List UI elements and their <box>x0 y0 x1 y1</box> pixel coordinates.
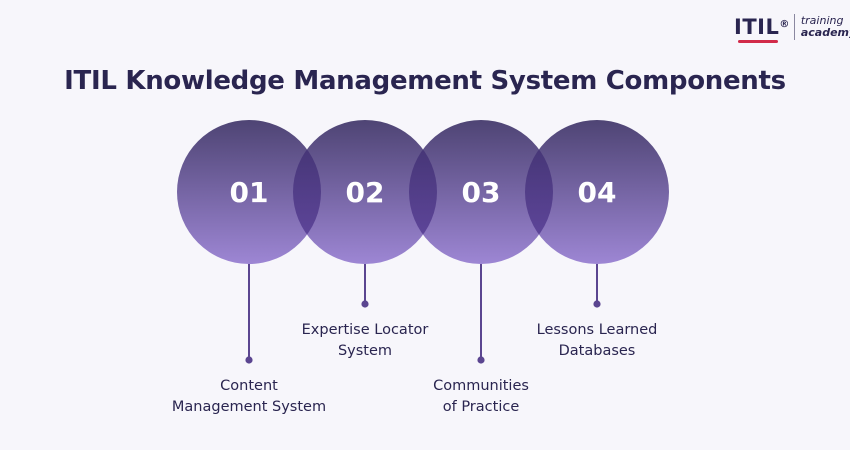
component-circle-02 <box>293 120 437 264</box>
brand-logo: ITIL® training academy <box>734 14 850 43</box>
connector-dot-01 <box>245 356 253 364</box>
page-title: ITIL Knowledge Management System Compone… <box>64 66 786 96</box>
component-number-02: 02 <box>346 176 385 209</box>
component-label-03-line-2: of Practice <box>443 399 520 415</box>
logo-brand: ITIL <box>734 15 780 39</box>
component-circle-04 <box>525 120 669 264</box>
connector-dot-03 <box>477 356 485 364</box>
circles-layer <box>177 120 669 264</box>
logo-registered: ® <box>779 19 790 30</box>
logo-words: training academy <box>801 15 850 39</box>
connector-dot-04 <box>593 300 601 308</box>
component-label-01-line-1: Content <box>220 378 278 394</box>
logo-mark: ITIL® <box>734 15 790 43</box>
connectors-layer <box>245 264 601 364</box>
component-circle-03 <box>409 120 553 264</box>
component-number-04: 04 <box>578 176 617 209</box>
component-number-03: 03 <box>462 176 501 209</box>
component-number-01: 01 <box>230 176 269 209</box>
connector-dot-02 <box>361 300 369 308</box>
component-label-03-line-1: Communities <box>433 378 529 394</box>
numbers-layer: 01 02 03 04 <box>230 176 617 209</box>
logo-word-academy: academy <box>800 26 850 39</box>
component-label-04-line-1: Lessons Learned <box>537 322 658 338</box>
component-label-01-line-2: Management System <box>172 399 326 415</box>
logo-word-training: training <box>800 14 844 27</box>
logo-divider <box>793 14 795 40</box>
component-circle-01 <box>177 120 321 264</box>
logo-underline <box>738 40 778 43</box>
component-label-02-line-1: Expertise Locator <box>302 322 429 338</box>
component-label-04-line-2: Databases <box>559 343 636 359</box>
component-label-02-line-2: System <box>338 343 392 359</box>
